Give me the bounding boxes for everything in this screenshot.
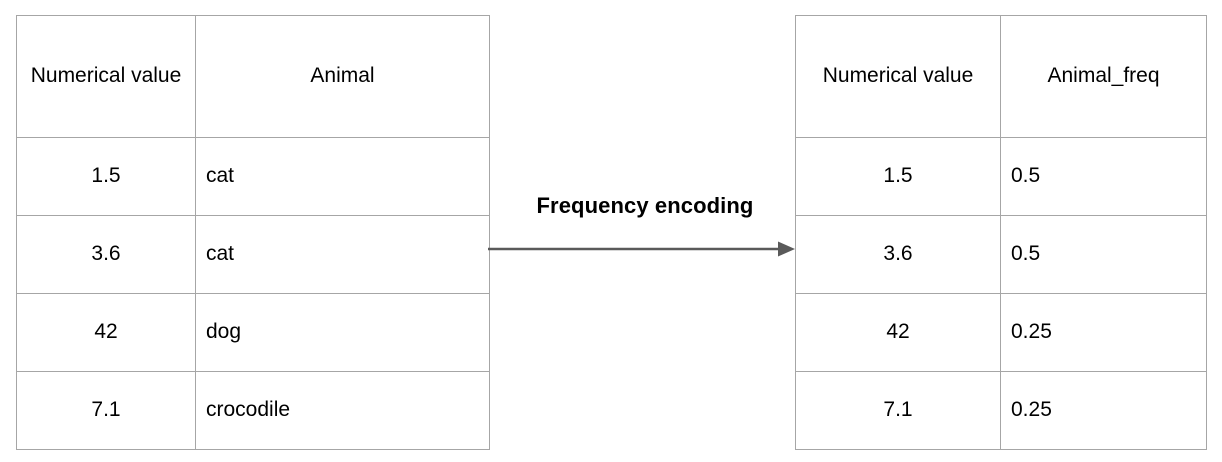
cell-numerical-value: 3.6 (16, 215, 196, 294)
cell-animal: cat (195, 215, 490, 294)
table-row: 7.1 0.25 (795, 371, 1207, 450)
cell-animal-freq: 0.5 (1000, 215, 1207, 294)
output-table: Numerical value Animal_freq 1.5 0.5 3.6 … (795, 15, 1207, 450)
table-row: 42 0.25 (795, 293, 1207, 372)
cell-animal: cat (195, 137, 490, 216)
cell-numerical-value: 1.5 (16, 137, 196, 216)
cell-animal: crocodile (195, 371, 490, 450)
table-row: 42 dog (16, 293, 490, 372)
cell-numerical-value: 7.1 (16, 371, 196, 450)
cell-numerical-value: 3.6 (795, 215, 1001, 294)
cell-numerical-value: 7.1 (795, 371, 1001, 450)
cell-animal-freq: 0.25 (1000, 371, 1207, 450)
cell-numerical-value: 42 (795, 293, 1001, 372)
column-header-animal-freq: Animal_freq (1000, 15, 1207, 138)
table-row: 7.1 crocodile (16, 371, 490, 450)
table-row: 1.5 cat (16, 137, 490, 216)
table-row: 1.5 0.5 (795, 137, 1207, 216)
column-header-numerical-value: Numerical value (795, 15, 1001, 138)
column-header-animal: Animal (195, 15, 490, 138)
transform-label: Frequency encoding (536, 193, 754, 218)
cell-animal-freq: 0.25 (1000, 293, 1207, 372)
input-table: Numerical value Animal 1.5 cat 3.6 cat 4… (16, 15, 490, 450)
cell-numerical-value: 1.5 (795, 137, 1001, 216)
cell-numerical-value: 42 (16, 293, 196, 372)
table-header-row: Numerical value Animal_freq (795, 15, 1207, 138)
cell-animal: dog (195, 293, 490, 372)
column-header-numerical-value: Numerical value (16, 15, 196, 138)
table-row: 3.6 0.5 (795, 215, 1207, 294)
arrow-right-icon (488, 241, 795, 257)
table-header-row: Numerical value Animal (16, 15, 490, 138)
table-row: 3.6 cat (16, 215, 490, 294)
cell-animal-freq: 0.5 (1000, 137, 1207, 216)
